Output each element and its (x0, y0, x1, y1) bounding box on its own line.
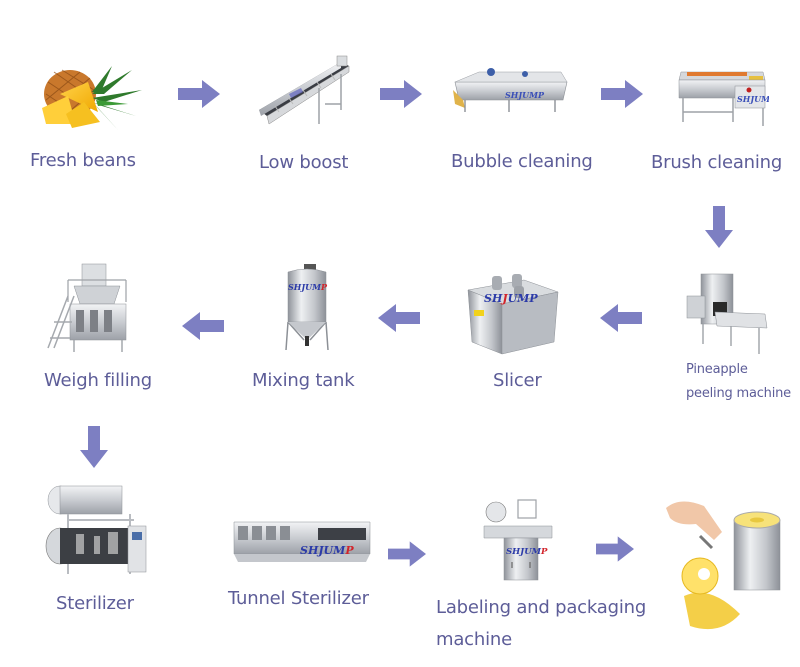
labeling-machine-image: SHJUMP (483, 499, 553, 581)
canned-pineapple-product-image (666, 501, 781, 630)
arrow-down-icon (705, 206, 733, 248)
arrow-left-icon (378, 304, 420, 332)
peeling-machine-image (686, 273, 768, 354)
mixing-tank-image: SHJUMP (285, 264, 329, 351)
step-label-peeling-machine: Pineapple peeling machine (686, 358, 796, 406)
pineapple-image (42, 66, 142, 130)
svg-text:SHJUMP: SHJUMP (506, 547, 548, 557)
tunnel-sterilizer-image: SHJUMP (233, 521, 371, 562)
svg-text:SHJUMP: SHJUMP (737, 94, 769, 104)
arrow-left-icon (600, 304, 642, 332)
arrow-right-icon (601, 80, 643, 108)
step-label-tunnel-sterilizer: Tunnel Sterilizer (228, 588, 369, 609)
step-label-fresh-beans: Fresh beans (30, 150, 136, 171)
arrow-left-icon (182, 312, 224, 340)
slicer-image: SHJUMP (467, 274, 559, 355)
svg-text:SHJUMP: SHJUMP (288, 282, 328, 292)
autoclave-sterilizer-image (45, 485, 147, 574)
step-label-peeling-line1: Pineapple (686, 362, 748, 377)
step-label-bubble-cleaning: Bubble cleaning (451, 151, 593, 172)
svg-text:SHJUMP: SHJUMP (505, 90, 545, 100)
svg-text:SHJUMP: SHJUMP (484, 292, 538, 305)
svg-text:SHJUMP: SHJUMP (300, 544, 354, 557)
conveyor-elevator-image (259, 55, 350, 125)
step-label-low-boost: Low boost (259, 152, 349, 173)
brush-washer-image: SHJUMP (678, 71, 769, 126)
arrow-right-icon (596, 536, 634, 562)
step-label-mixing-tank: Mixing tank (252, 370, 355, 391)
step-label-sterilizer: Sterilizer (56, 593, 134, 614)
arrow-right-icon (380, 80, 422, 108)
bubble-washer-image: SHJUMP (453, 68, 568, 112)
arrow-right-icon (388, 541, 426, 567)
step-label-peeling-line2: peeling machine (686, 386, 791, 401)
step-label-labeling-machine: Labeling and packaging machine (436, 592, 646, 656)
step-label-brush-cleaning: Brush cleaning (651, 152, 783, 173)
step-label-weigh-filling: Weigh filling (44, 370, 152, 391)
step-label-labeling-line1: Labeling and packaging (436, 597, 647, 618)
step-label-slicer: Slicer (493, 370, 542, 391)
arrow-down-icon (80, 426, 108, 468)
step-label-labeling-line2: machine (436, 629, 512, 650)
arrow-right-icon (178, 80, 220, 108)
weigh-filling-machine-image (47, 263, 127, 352)
